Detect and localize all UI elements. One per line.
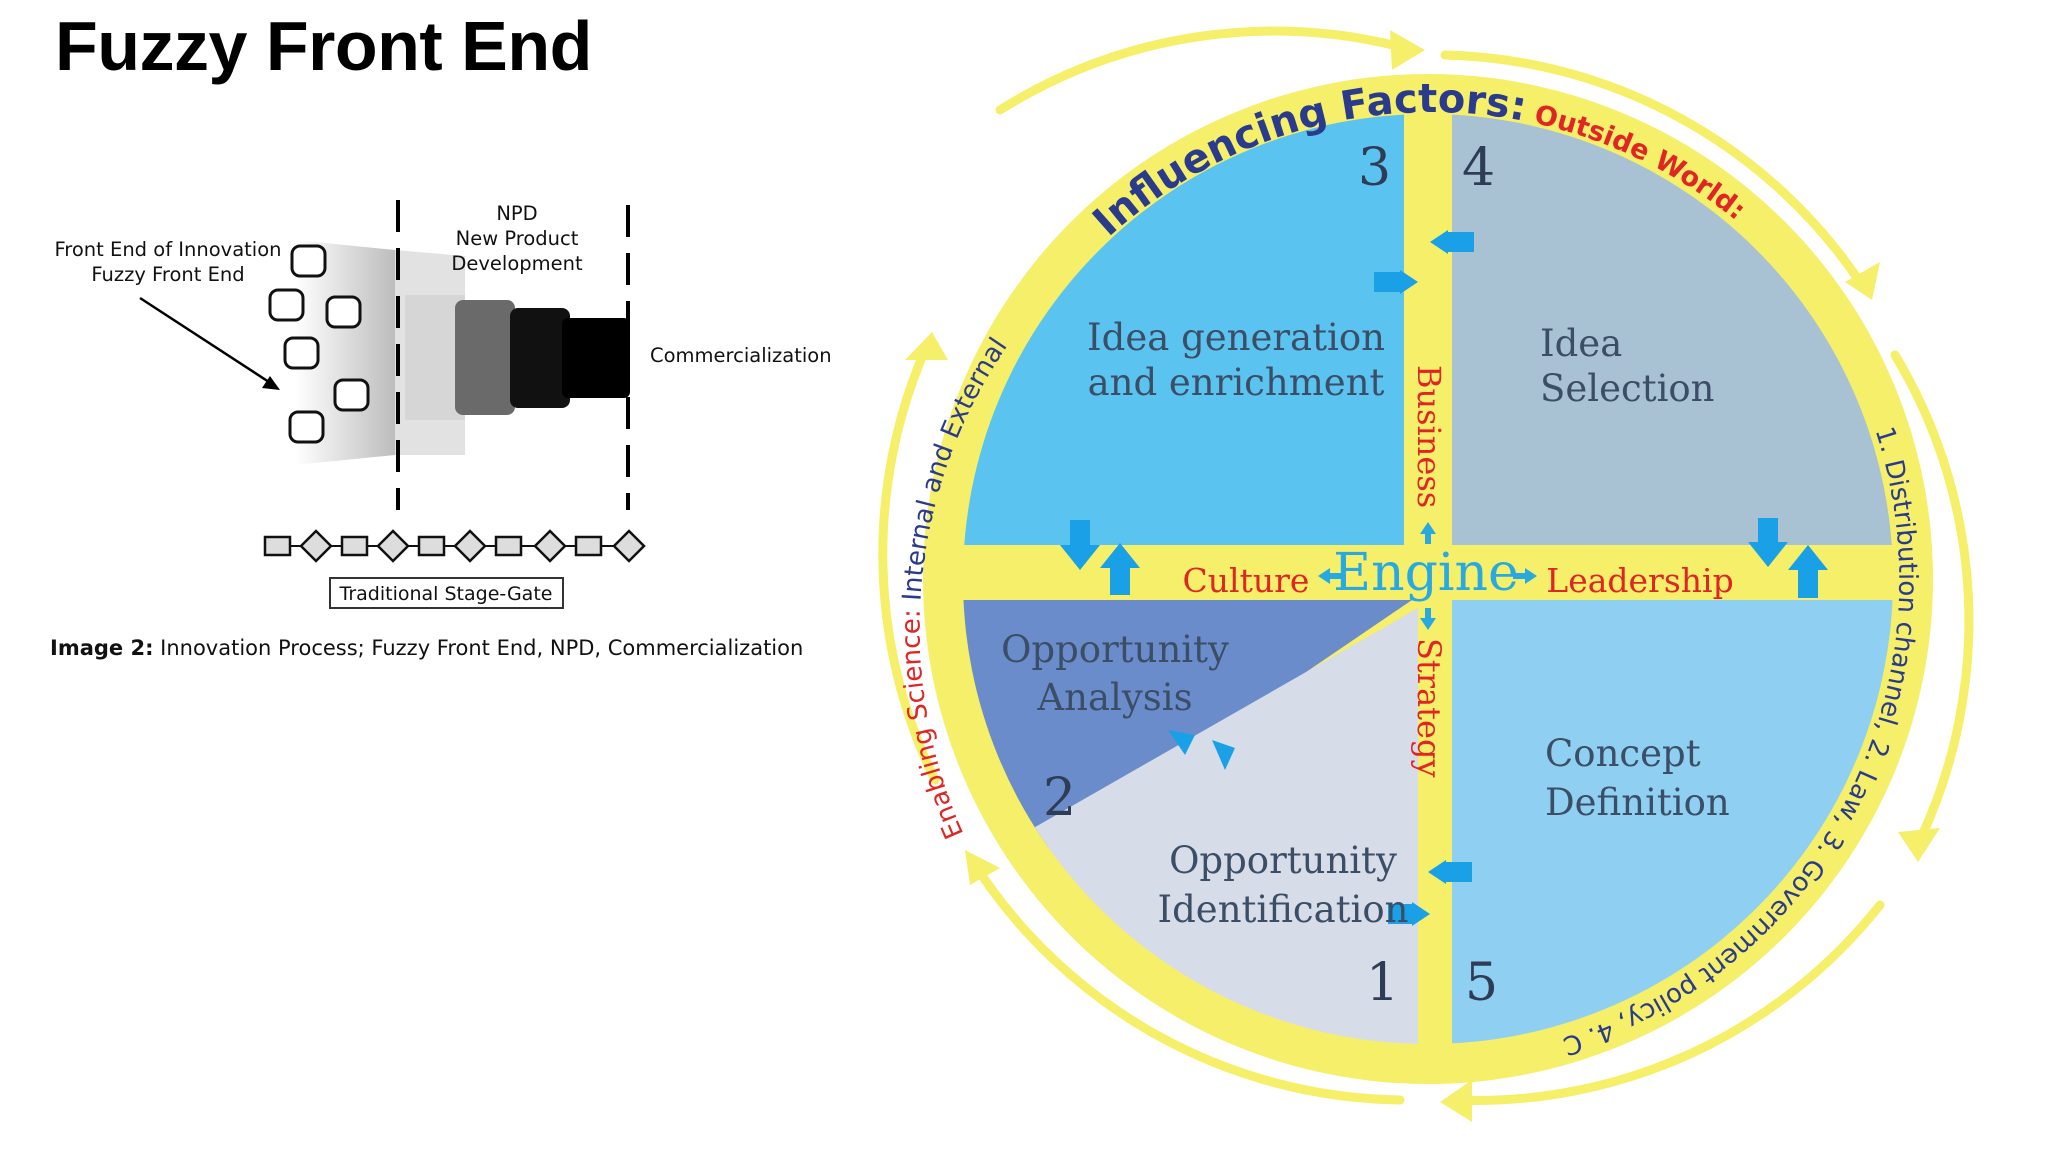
npd-stage-black <box>562 318 630 398</box>
slide-title: Fuzzy Front End <box>55 7 592 85</box>
opportunity-analysis-label-line1: Opportunity <box>1001 628 1229 671</box>
concept-definition-label-line2: Definition <box>1545 781 1730 824</box>
caption-text: Innovation Process; Fuzzy Front End, NPD… <box>153 636 804 660</box>
npd-label-line1: NPD <box>496 202 537 225</box>
stage-number-2: 2 <box>1043 768 1076 828</box>
engine-arrows <box>1318 522 1537 630</box>
idea-generation-label-line2: and enrichment <box>1088 361 1385 404</box>
stage-gate-label-box <box>329 577 564 609</box>
stage-gate-sequence <box>263 529 646 563</box>
arrow-q1-to-q2 <box>1168 730 1195 755</box>
outer-cycle-arrows <box>878 26 1974 1105</box>
innovation-process-diagram: Front End of Innovation Fuzzy Front End … <box>54 200 832 609</box>
stage-number-4: 4 <box>1462 138 1495 198</box>
arrow-q3-to-q4 <box>1400 270 1418 294</box>
idea-selection-label-line1: Idea <box>1540 322 1622 365</box>
funnel-shape <box>295 240 395 465</box>
front-end-label-line2: Fuzzy Front End <box>91 263 244 286</box>
arrow-q4-to-q3 <box>1430 230 1448 254</box>
arrow-q2-up <box>1100 543 1140 568</box>
stage-number-3: 3 <box>1358 138 1391 198</box>
stage-number-1: 1 <box>1366 953 1399 1013</box>
stage-gate-label: Traditional Stage-Gate <box>339 583 553 605</box>
idea-generation-label-line1: Idea generation <box>1087 316 1385 359</box>
culture-label: Culture <box>1183 561 1310 600</box>
opportunity-analysis-label-line2: Analysis <box>1036 676 1192 719</box>
arrow-q5-up <box>1788 545 1828 570</box>
stage-number-5: 5 <box>1465 953 1498 1013</box>
arrow-q2-to-q1 <box>1212 740 1235 770</box>
strategy-label: Strategy <box>1410 638 1448 778</box>
arrow-q4-down <box>1748 542 1788 567</box>
arrow-q1-to-q5 <box>1412 902 1430 926</box>
business-label: Business <box>1410 365 1448 508</box>
engine-label: Engine <box>1333 543 1519 603</box>
outer-cycle-arrowheads <box>905 30 1940 1122</box>
idea-selection-label-line2: Selection <box>1540 367 1715 410</box>
caption-label: Image 2: <box>50 636 154 660</box>
image-caption: Image 2: Innovation Process; Fuzzy Front… <box>50 636 803 660</box>
front-end-label-line1: Front End of Innovation <box>54 238 281 261</box>
pointer-arrowhead <box>262 376 280 390</box>
transition-arrows <box>1060 230 1828 926</box>
innovation-wheel: Influencing Factors: Outside World: 1. D… <box>0 0 1974 1122</box>
idea-boxes <box>268 244 370 444</box>
npd-label-line3: Development <box>451 252 583 275</box>
arrow-q5-to-q1 <box>1428 860 1446 884</box>
leadership-label: Leadership <box>1546 561 1733 600</box>
commercialization-label: Commercialization <box>650 344 832 367</box>
quadrant-opportunity-analysis <box>963 600 1412 860</box>
concept-definition-label-line1: Concept <box>1545 732 1701 775</box>
npd-stage-dark <box>510 308 570 408</box>
npd-label-line2: New Product <box>456 227 579 250</box>
opportunity-identification-label-line1: Opportunity <box>1169 839 1397 882</box>
npd-stage-gray <box>455 300 515 415</box>
opportunity-identification-label-line2: Identification <box>1158 888 1409 931</box>
arrow-q3-down <box>1060 545 1100 570</box>
pointer-arrow <box>139 296 273 386</box>
